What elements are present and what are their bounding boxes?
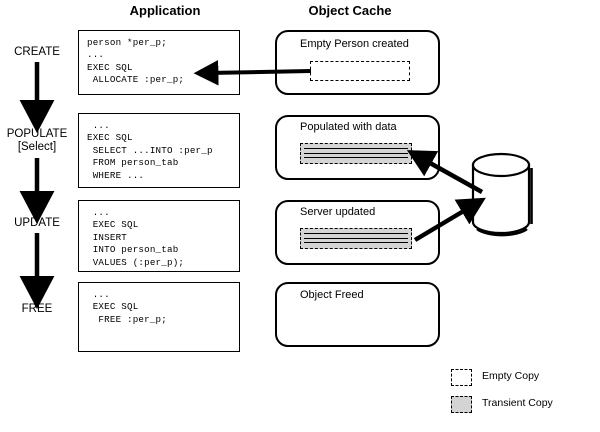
code-text-free: ... EXEC SQL FREE :per_p; — [92, 289, 167, 325]
legend-label-transient-copy: Transient Copy — [482, 397, 553, 409]
stage-label-free: FREE — [21, 303, 53, 315]
stage-label-update: UPDATE — [14, 217, 60, 229]
legend-swatch-empty-copy — [451, 369, 472, 386]
stage-label-populate: POPULATE [Select] — [0, 128, 74, 154]
stage-label-create: CREATE — [14, 46, 60, 58]
stage-label-populate-main: POPULATE — [6, 128, 68, 140]
stage-label-populate-sub: [Select] — [17, 141, 57, 153]
database-label-italic: i — [523, 185, 527, 197]
code-box-free: ... EXEC SQL FREE :per_p; — [78, 282, 240, 352]
cache-label-empty-person-created: Empty Person created — [300, 38, 409, 50]
database-label-prefix: Oracle9 — [487, 185, 524, 197]
transient-copy-shape-update — [300, 228, 412, 249]
cache-label-object-freed: Object Freed — [300, 289, 364, 301]
legend-swatch-transient-copy — [451, 396, 472, 413]
database-label: Oracle9i — [487, 185, 526, 197]
code-box-update: ... EXEC SQL INSERT INTO person_tab VALU… — [78, 200, 240, 272]
empty-copy-shape-create — [310, 61, 410, 81]
transient-copy-shape-populate — [300, 143, 412, 164]
legend-label-empty-copy: Empty Copy — [482, 370, 540, 382]
code-text-populate: ... EXEC SQL SELECT ...INTO :per_p FROM … — [87, 120, 213, 181]
code-text-create: person *per_p; ... EXEC SQL ALLOCATE :pe… — [87, 37, 185, 86]
cache-box-object-freed — [275, 282, 440, 347]
cache-label-populated-with-data: Populated with data — [300, 121, 397, 133]
column-header-object-cache: Object Cache — [308, 3, 392, 18]
code-box-populate: ... EXEC SQL SELECT ...INTO :per_p FROM … — [78, 113, 240, 188]
code-box-create: person *per_p; ... EXEC SQL ALLOCATE :pe… — [78, 30, 240, 95]
column-header-application: Application — [129, 3, 201, 18]
cache-label-server-updated: Server updated — [300, 206, 376, 218]
code-text-update: ... EXEC SQL INSERT INTO person_tab VALU… — [92, 207, 185, 268]
